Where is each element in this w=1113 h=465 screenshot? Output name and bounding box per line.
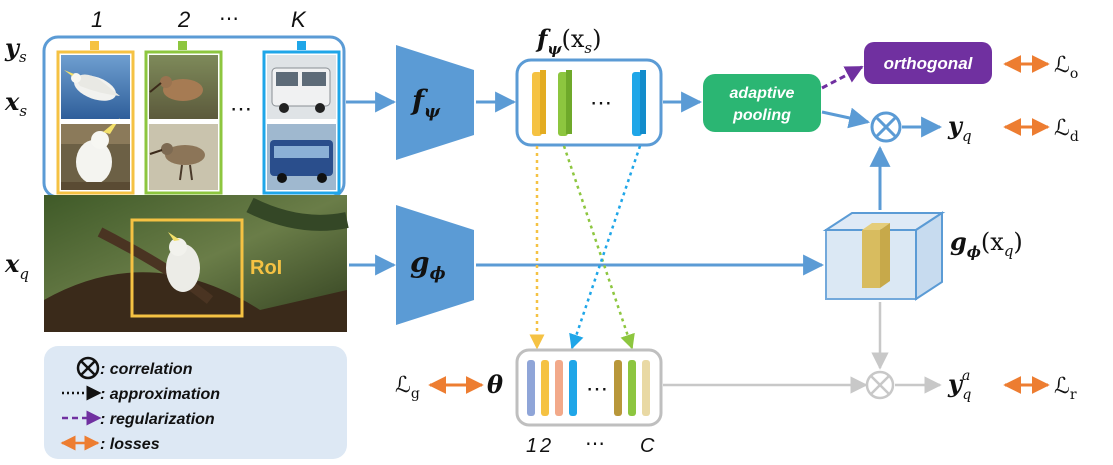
legend-losses: : losses: [100, 436, 160, 453]
orthogonal-block: [864, 42, 992, 84]
theta-label: θ: [487, 370, 503, 399]
legend-correlation: : correlation: [100, 361, 193, 378]
y-q-label: yq: [947, 111, 972, 145]
g-phi-label: gϕ: [410, 246, 446, 284]
prototype-dots: ⋯: [586, 377, 608, 402]
idx-label-1: 1: [526, 435, 537, 457]
adaptive-pooling-line2: pooling: [732, 107, 791, 124]
arrow-regularization: [821, 65, 864, 90]
class-K-frame: [262, 50, 341, 195]
x-q-label: xq: [4, 249, 29, 283]
idx-label-dots: ⋯: [585, 431, 605, 455]
class-label-1: 1: [91, 7, 103, 32]
g-phi-xq-label: gϕ(xq): [950, 227, 1023, 261]
approx-arrow-green: [562, 145, 635, 350]
query-image: [44, 195, 349, 332]
class-1-frame: [56, 50, 135, 195]
idx-label-2: 2: [539, 435, 551, 457]
legend-approximation: : approximation: [100, 386, 220, 403]
class-prototype-box: [515, 348, 663, 427]
correlation-op-main: [870, 111, 902, 143]
arrow-pooling-to-correlation: [821, 107, 871, 129]
support-feature-box: [515, 58, 663, 147]
support-image-cockatoo-2: [61, 118, 130, 190]
class-label-K: K: [291, 7, 307, 32]
prototype-index-labels: 1 2 ⋯ C: [526, 431, 655, 457]
class-label-2: 2: [177, 7, 190, 32]
support-image-sandpiper-1: [149, 55, 218, 119]
adaptive-pooling-line1: adaptive: [730, 85, 795, 102]
loss-L-r: ℒr: [1054, 374, 1077, 403]
loss-L-d: ℒd: [1054, 116, 1079, 145]
support-image-van: [267, 55, 336, 119]
y-s-label: ys: [4, 33, 27, 66]
class-label-dots: ⋯: [219, 6, 239, 30]
f-psi-xs-label: fψ(xs): [535, 24, 601, 58]
support-image-cockatoo-1: [61, 55, 130, 119]
loss-L-o: ℒo: [1054, 53, 1078, 82]
feature-dots: ⋯: [590, 91, 612, 116]
g-phi-encoder: [396, 205, 474, 325]
orthogonal-label: orthogonal: [884, 54, 974, 73]
f-psi-encoder: [396, 45, 474, 160]
loss-L-g: ℒg: [395, 373, 420, 402]
correlation-op-aux: [865, 370, 895, 400]
legend-regularization: : regularization: [100, 411, 215, 428]
support-dots: ⋯: [230, 97, 252, 122]
query-feature-cube: [822, 211, 946, 301]
legend-correlation-icon: [76, 356, 100, 380]
roi-label: RoI: [250, 257, 282, 279]
support-image-sandpiper-2: [149, 124, 218, 190]
x-s-label: xs: [4, 87, 27, 120]
class-index-labels: 1 2 ⋯ K: [91, 6, 307, 32]
support-image-bus: [267, 124, 336, 190]
class-2-frame: [144, 50, 223, 195]
class-2-marker: [178, 41, 187, 50]
support-feature-bars: [532, 70, 646, 136]
idx-label-C: C: [640, 435, 655, 457]
class-1-marker: [90, 41, 99, 50]
adaptive-pooling-block: [703, 74, 821, 132]
class-K-marker: [297, 41, 306, 50]
legend-panel: [44, 346, 347, 459]
class-prototype-bars: [527, 360, 650, 416]
approx-arrow-cyan: [569, 145, 642, 350]
roi-box: [130, 218, 244, 318]
